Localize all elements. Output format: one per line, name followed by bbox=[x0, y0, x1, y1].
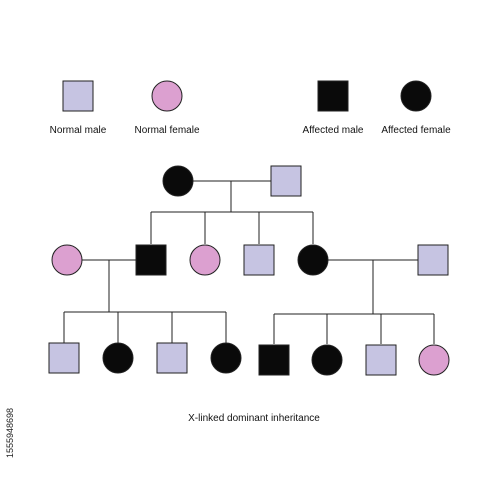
legend-affected-male-symbol bbox=[317, 80, 349, 112]
legend-label-normal-male: Normal male bbox=[50, 125, 107, 136]
g3l-1-male-symbol bbox=[48, 342, 80, 374]
g2-spouse-left-female-symbol bbox=[51, 244, 83, 276]
legend-label-affected-female: Affected female bbox=[381, 125, 451, 136]
g3r-3-male-symbol bbox=[365, 344, 397, 376]
g2-spouse-right-male-symbol bbox=[417, 244, 449, 276]
legend: Normal male Normal female Affected male … bbox=[50, 80, 451, 136]
g3l-3-male-symbol bbox=[156, 342, 188, 374]
pedigree-symbols bbox=[48, 165, 450, 376]
g3r-4-female-symbol bbox=[418, 344, 450, 376]
g3l-2-female-symbol bbox=[102, 342, 134, 374]
diagram-caption: X-linked dominant inheritance bbox=[188, 413, 320, 424]
pedigree-lines bbox=[63, 180, 435, 344]
g1-father-male-symbol bbox=[270, 165, 302, 197]
g2-daughter-affected-female-symbol bbox=[297, 244, 329, 276]
g3l-4-female-symbol bbox=[210, 342, 242, 374]
stock-id: 1555948698 bbox=[5, 408, 15, 458]
g2-daughter-normal-female-symbol bbox=[189, 244, 221, 276]
legend-label-normal-female: Normal female bbox=[134, 125, 199, 136]
g1-mother-female-symbol bbox=[162, 165, 194, 197]
g2-son-affected-male-symbol bbox=[135, 244, 167, 276]
legend-normal-female-symbol bbox=[151, 80, 183, 112]
g3r-1-male-symbol bbox=[258, 344, 290, 376]
legend-affected-female-symbol bbox=[400, 80, 432, 112]
g3r-2-female-symbol bbox=[311, 344, 343, 376]
legend-label-affected-male: Affected male bbox=[303, 125, 364, 136]
g2-son-normal-male-symbol bbox=[243, 244, 275, 276]
legend-normal-male-symbol bbox=[62, 80, 94, 112]
